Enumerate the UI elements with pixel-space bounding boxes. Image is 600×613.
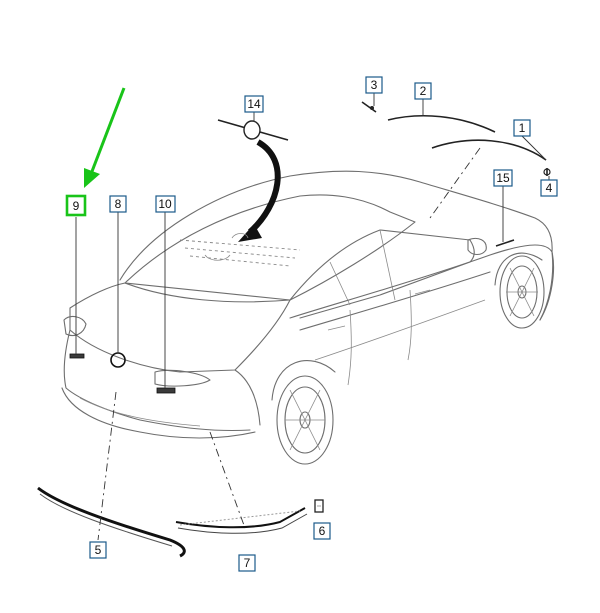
car-illustration (61, 170, 555, 465)
part-6-clip (314, 499, 324, 513)
callout-14: 14 (244, 95, 264, 113)
callout-5: 5 (89, 541, 107, 559)
leader-lines (75, 93, 550, 541)
part-14-bar (217, 119, 289, 141)
svg-text:6: 6 (319, 524, 326, 538)
svg-text:3: 3 (371, 78, 378, 92)
part-3-clip (361, 101, 377, 113)
callout-10: 10 (155, 195, 176, 213)
part-8-logo (110, 352, 126, 368)
svg-text:10: 10 (158, 197, 172, 211)
part-9-emblem (69, 353, 85, 359)
svg-text:8: 8 (115, 197, 122, 211)
part-5-strip (37, 486, 186, 558)
callout-3: 3 (365, 76, 383, 94)
callout-1: 1 (513, 119, 531, 137)
callout-9: 9 (65, 194, 87, 217)
part-2-strip (387, 114, 496, 133)
part-7-trim (175, 507, 308, 534)
callout-8: 8 (109, 195, 127, 213)
part-4-clip (543, 168, 551, 176)
callout-7: 7 (238, 554, 256, 572)
part-10-emblem (156, 387, 176, 394)
svg-text:15: 15 (496, 171, 510, 185)
callout-2: 2 (414, 82, 432, 100)
part-15-badge (495, 239, 515, 247)
highlight-arrow (84, 87, 126, 188)
svg-text:2: 2 (420, 84, 427, 98)
svg-text:5: 5 (95, 543, 102, 557)
callout-15: 15 (493, 169, 513, 187)
callout-4: 4 (540, 179, 558, 197)
svg-text:4: 4 (546, 181, 553, 195)
part-1-strip (431, 139, 547, 161)
part-14-arrow (231, 139, 281, 242)
callout-6: 6 (313, 522, 331, 540)
svg-text:14: 14 (247, 97, 261, 111)
svg-text:7: 7 (244, 556, 251, 570)
svg-text:1: 1 (519, 121, 526, 135)
svg-text:9: 9 (73, 199, 80, 213)
